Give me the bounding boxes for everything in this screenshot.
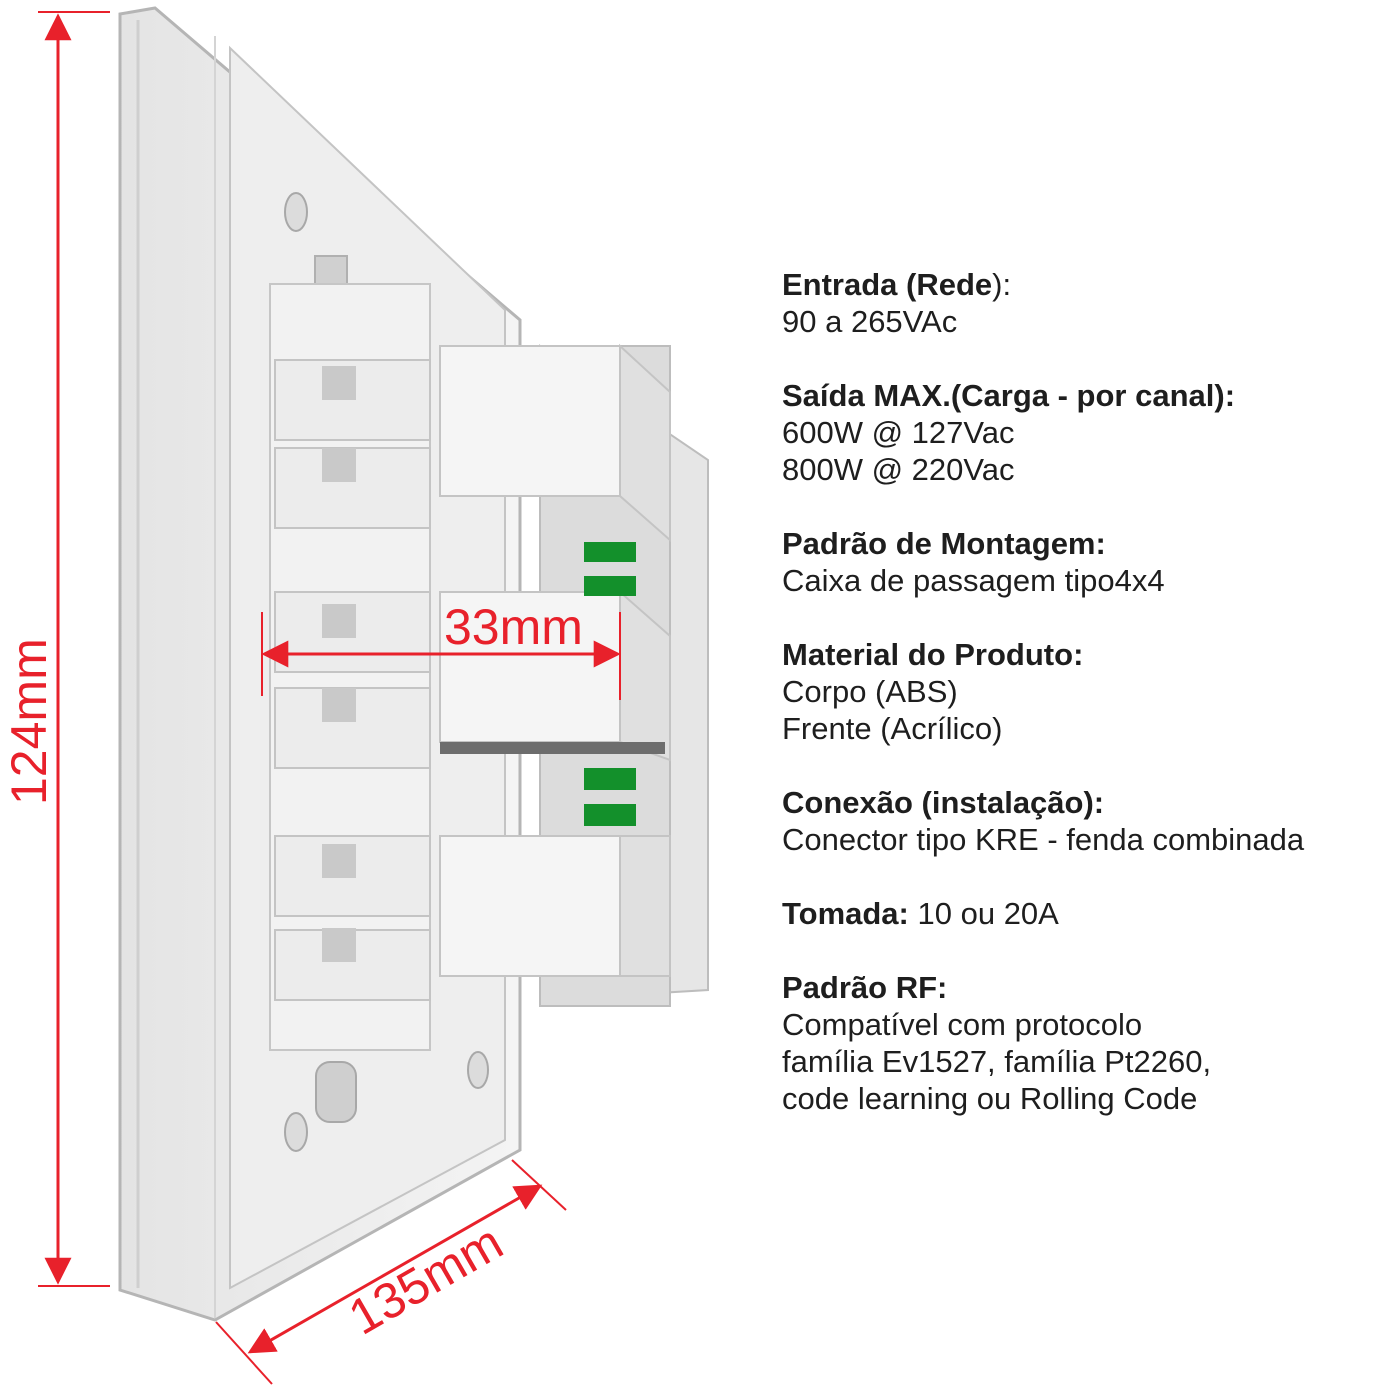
spec-saida-value-127: 600W @ 127Vac: [782, 415, 1015, 450]
spec-tomada-line: Tomada: 10 ou 20A: [782, 895, 1382, 932]
spec-entrada: Entrada (Rede): 90 a 265VAc: [782, 266, 1382, 340]
depth-label: 33mm: [444, 599, 583, 655]
spec-entrada-title: Entrada (Rede):: [782, 266, 1382, 303]
spec-rf: Padrão RF: Compatível com protocolo famí…: [782, 969, 1382, 1117]
spec-saida-title: Saída MAX.(Carga - por canal):: [782, 378, 1236, 413]
spec-material-corpo: Corpo (ABS): [782, 674, 958, 709]
spec-entrada-title-bold: Entrada (Rede: [782, 267, 993, 302]
specifications-panel: Entrada (Rede): 90 a 265VAc Saída MAX.(C…: [782, 266, 1382, 1154]
spec-entrada-title-rest: ):: [992, 267, 1012, 302]
spec-conexao-value: Conector tipo KRE - fenda combinada: [782, 822, 1305, 857]
spec-saida: Saída MAX.(Carga - por canal): 600W @ 12…: [782, 377, 1382, 488]
spec-entrada-value: 90 a 265VAc: [782, 304, 958, 339]
spec-tomada: Tomada: 10 ou 20A: [782, 895, 1382, 932]
spec-saida-value-220: 800W @ 220Vac: [782, 452, 1015, 487]
mounting-holes: [284, 192, 489, 1152]
spec-rf-title: Padrão RF:: [782, 970, 948, 1005]
spec-montagem-value: Caixa de passagem tipo4x4: [782, 563, 1165, 598]
spec-montagem: Padrão de Montagem: Caixa de passagem ti…: [782, 525, 1382, 599]
spec-conexao-title: Conexão (instalação):: [782, 785, 1105, 820]
spec-material-title: Material do Produto:: [782, 637, 1084, 672]
height-dimension: 124mm: [1, 11, 110, 1287]
spec-tomada-value: 10 ou 20A: [908, 896, 1059, 931]
spec-rf-line-2: família Ev1527, família Pt2260,: [782, 1044, 1212, 1079]
height-label: 124mm: [1, 638, 57, 805]
module-body: [269, 283, 709, 1051]
spec-material: Material do Produto: Corpo (ABS) Frente …: [782, 636, 1382, 747]
kre-connectors: [584, 542, 636, 826]
width-dimension-line: [247, 1184, 543, 1354]
socket-blocks: [439, 343, 671, 977]
spec-conexao: Conexão (instalação): Conector tipo KRE …: [782, 784, 1382, 858]
spec-tomada-label: Tomada:: [782, 896, 909, 931]
spec-material-frente: Frente (Acrílico): [782, 711, 1003, 746]
spec-rf-line-1: Compatível com protocolo: [782, 1007, 1143, 1042]
depth-dimension: 33mm: [261, 599, 621, 700]
spec-montagem-title: Padrão de Montagem:: [782, 526, 1106, 561]
spec-rf-line-3: code learning ou Rolling Code: [782, 1081, 1198, 1116]
